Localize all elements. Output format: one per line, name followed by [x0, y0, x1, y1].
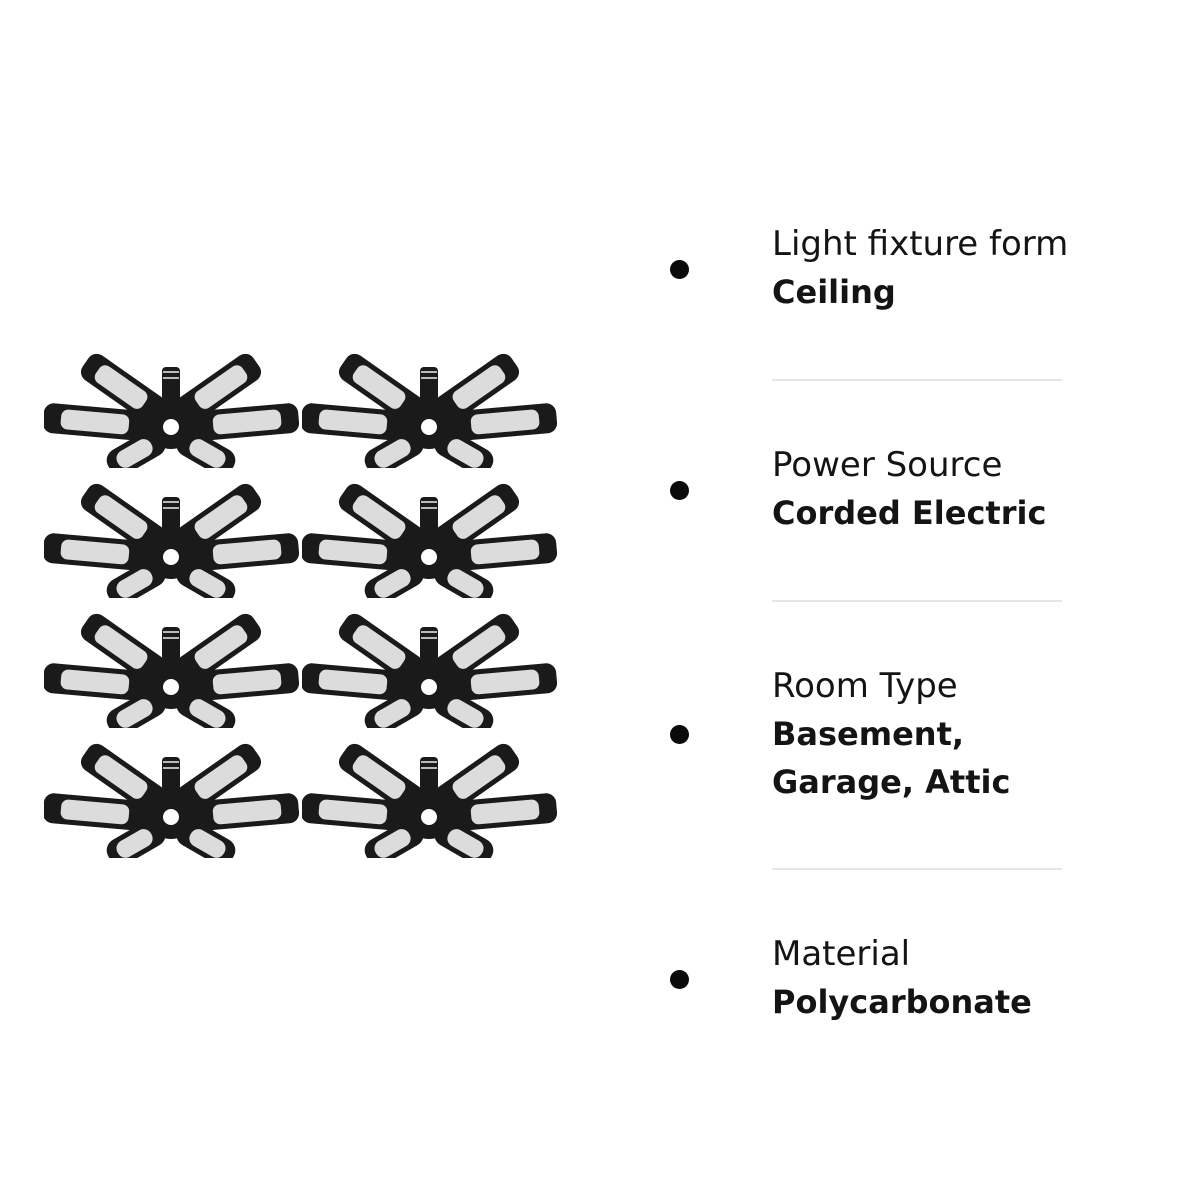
spec-label: Light fixture form [772, 224, 1069, 264]
garage-light-icon [44, 728, 302, 858]
garage-light-icon [302, 353, 558, 468]
spec-value: Basement, Garage, Attic [772, 715, 1011, 801]
spec-item-room-type: Room Type Basement, Garage, Attic [660, 662, 1160, 812]
divider [772, 600, 1062, 602]
spec-item-material: Material Polycarbonate [660, 930, 1160, 1030]
bullet-icon [670, 725, 689, 744]
spec-text: Room Type Basement, Garage, Attic [772, 662, 1092, 806]
garage-light-icon [302, 468, 560, 598]
spec-label: Power Source [772, 445, 1003, 485]
spec-text: Power Source Corded Electric [772, 441, 1092, 537]
spec-item-light-fixture-form: Light fixture form Ceiling [660, 220, 1160, 320]
garage-light-icon [44, 483, 300, 598]
garage-light-icon [302, 743, 558, 858]
divider [772, 868, 1062, 870]
garage-light-icon [44, 743, 300, 858]
garage-light-icon [302, 598, 560, 728]
spec-value: Ceiling [772, 273, 896, 311]
spec-text: Light fixture form Ceiling [772, 220, 1092, 316]
garage-light-icon [44, 468, 302, 598]
spec-item-power-source: Power Source Corded Electric [660, 441, 1160, 541]
spec-value: Polycarbonate [772, 983, 1032, 1021]
bullet-icon [670, 481, 689, 500]
spec-text: Material Polycarbonate [772, 930, 1092, 1026]
garage-light-icon [302, 338, 560, 468]
spec-label: Room Type [772, 666, 958, 706]
bullet-icon [670, 260, 689, 279]
garage-light-icon [44, 338, 302, 468]
garage-light-icon [44, 353, 300, 468]
garage-light-icon [302, 613, 558, 728]
spec-value: Corded Electric [772, 494, 1047, 532]
garage-light-icon [302, 483, 558, 598]
garage-light-icon [44, 598, 302, 728]
garage-light-icon [44, 613, 300, 728]
bullet-icon [670, 970, 689, 989]
product-image-grid [44, 338, 560, 860]
spec-label: Material [772, 934, 911, 974]
garage-light-icon [302, 728, 560, 858]
divider [772, 379, 1062, 381]
